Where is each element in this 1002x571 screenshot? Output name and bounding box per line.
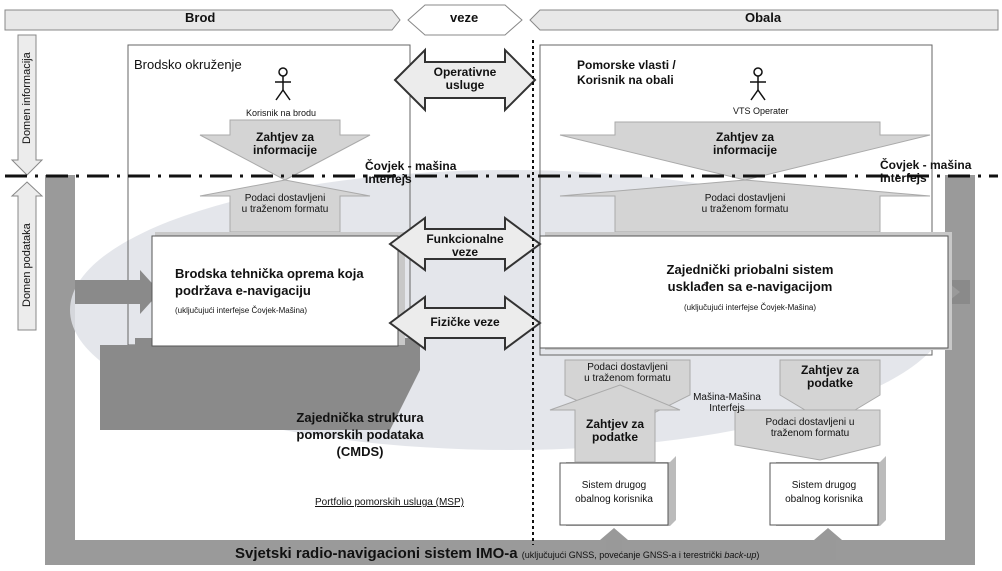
striped-arrow-2 (814, 528, 842, 560)
shore-system-box (539, 235, 949, 349)
striped-arrow-1 (600, 528, 628, 560)
ship-equipment-box (151, 235, 399, 347)
header-arrow-obala (529, 9, 999, 31)
arrow-ship-request (199, 119, 371, 181)
header-arrow-veze (407, 4, 523, 36)
ship-user-figure (275, 67, 291, 101)
arrow-right-into-shore (945, 280, 970, 304)
link-physical: Fizičke veze (430, 315, 500, 329)
arrow-left-into-ship (75, 270, 160, 314)
arrow-domen-informacija (10, 34, 44, 176)
label-domen-podataka: Domen podataka (21, 223, 33, 307)
shore-authorities-label: Pomorske vlasti /Korisnik na obali (577, 58, 676, 87)
header-label-obala: Obala (745, 10, 782, 25)
arrow-domen-podataka (10, 181, 44, 331)
shore-environment-box (539, 44, 933, 356)
double-arrow-physical (388, 295, 542, 351)
arrow-shore-request (559, 121, 931, 181)
footer-label: Svjetski radio-navigacioni sistem IMO-a … (235, 545, 760, 563)
double-arrow-functional (388, 216, 542, 272)
double-arrow-operational (393, 47, 537, 113)
ship-environment-label: Brodsko okruženje (134, 57, 242, 72)
footer-note: (uključujući GNSS, povećanje GNSS-a i te… (521, 550, 760, 560)
ship-user-label: Korisnik na brodu (246, 108, 317, 118)
header-label-brod: Brod (185, 10, 216, 25)
shore-user-label: VTS Operater (733, 106, 789, 116)
other-user-2-box (769, 462, 879, 526)
arrow-other-delivered-right (734, 409, 881, 461)
ship-equipment-note: (uključujući interfejse Čovjek-Mašina) (175, 306, 308, 315)
ship-hull (100, 338, 420, 430)
header-arrow-brod (4, 9, 401, 31)
shore-user-figure (750, 67, 766, 101)
other-user-1-box (559, 462, 669, 526)
header-label-veze: veze (450, 10, 479, 25)
msp-label: Portfolio pomorskih usluga (MSP) (315, 497, 464, 508)
footer-title: Svjetski radio-navigacioni sistem IMO-a (235, 545, 518, 562)
label-domen-informacija: Domen informacija (21, 52, 33, 144)
shore-system-note: (uključujući interfejse Čovjek-Mašina) (683, 303, 817, 312)
